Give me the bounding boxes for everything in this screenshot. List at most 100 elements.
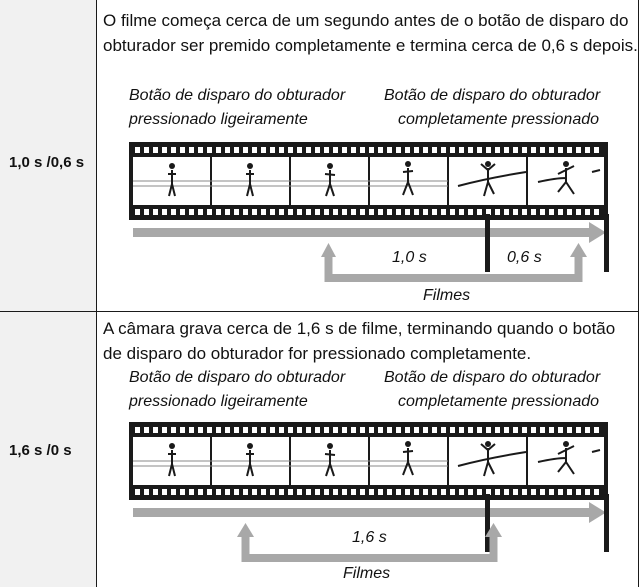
sprocket-hole (459, 427, 464, 433)
sprocket-hole (315, 427, 320, 433)
sprocket-hole (396, 489, 401, 495)
sprocket-hole (207, 147, 212, 153)
time-bar (133, 502, 606, 523)
sprocket-hole (198, 427, 203, 433)
sprocket-hole (306, 147, 311, 153)
sprocket-hole (225, 489, 230, 495)
sprocket-hole (297, 147, 302, 153)
sprocket-hole (252, 209, 257, 215)
sprocket-hole (549, 489, 554, 495)
sprocket-hole (270, 147, 275, 153)
finish-runner-figure (457, 161, 527, 197)
finish-runner-figure (537, 161, 601, 195)
sprocket-hole (270, 489, 275, 495)
sprocket-hole (171, 209, 176, 215)
caption-half-press-line1: Botão de disparo do obturador (129, 87, 346, 104)
sprocket-hole (432, 489, 437, 495)
sprocket-hole (387, 147, 392, 153)
time-after-label: 0,6 s (507, 249, 542, 266)
sprocket-hole (306, 427, 311, 433)
sprocket-hole (567, 427, 572, 433)
sprocket-hole (279, 489, 284, 495)
sprocket-hole (432, 147, 437, 153)
sprocket-hole (378, 209, 383, 215)
sprocket-hole (297, 427, 302, 433)
sprocket-hole (216, 209, 221, 215)
sprocket-hole (486, 209, 491, 215)
sprocket-hole (540, 427, 545, 433)
sprocket-hole (549, 427, 554, 433)
sprocket-hole (567, 209, 572, 215)
sprocket-hole (468, 147, 473, 153)
sprocket-hole (243, 209, 248, 215)
sprocket-hole (531, 209, 536, 215)
sprocket-hole (468, 209, 473, 215)
sprocket-hole (540, 209, 545, 215)
sprocket-hole (315, 147, 320, 153)
sprocket-hole (567, 489, 572, 495)
sprocket-hole (405, 489, 410, 495)
sprocket-hole (522, 489, 527, 495)
caption-half-press-line2: pressionado ligeiramente (129, 111, 308, 128)
sprocket-hole (243, 489, 248, 495)
sprocket-hole (234, 209, 239, 215)
sprocket-hole (450, 147, 455, 153)
sprocket-hole (234, 427, 239, 433)
sprocket-hole (576, 489, 581, 495)
sprocket-hole (513, 209, 518, 215)
sprocket-hole (135, 147, 140, 153)
sprocket-hole (441, 489, 446, 495)
sprocket-hole (432, 427, 437, 433)
sprocket-hole (594, 209, 599, 215)
sprocket-hole (243, 147, 248, 153)
sprocket-hole (540, 489, 545, 495)
sprocket-hole (225, 147, 230, 153)
sprocket-hole (171, 427, 176, 433)
recording-bracket (321, 243, 587, 282)
sprocket-hole (522, 209, 527, 215)
sprocket-hole (558, 147, 563, 153)
sprocket-hole (261, 427, 266, 433)
sprocket-hole (279, 147, 284, 153)
sprocket-hole (288, 489, 293, 495)
sprocket-hole (360, 147, 365, 153)
sprocket-hole (162, 489, 167, 495)
finish-runner-figure (457, 441, 527, 477)
sprocket-hole (144, 147, 149, 153)
sprocket-hole (144, 427, 149, 433)
sprocket-hole (468, 427, 473, 433)
sprocket-hole (531, 427, 536, 433)
sprocket-hole (558, 209, 563, 215)
option-label-cell: 1,0 s /0,6 s (0, 0, 97, 311)
sprocket-hole (495, 489, 500, 495)
table-row: 1,6 s /0 s A câmara grava cerca de 1,6 s… (0, 312, 639, 587)
sprocket-hole (558, 489, 563, 495)
sprocket-hole (522, 427, 527, 433)
sprocket-hole (180, 489, 185, 495)
sprocket-hole (405, 147, 410, 153)
sprocket-hole (234, 489, 239, 495)
full-press-marker (485, 494, 490, 552)
sprocket-hole (180, 209, 185, 215)
sprocket-hole (306, 209, 311, 215)
sprocket-hole (225, 209, 230, 215)
runner-figure (324, 163, 336, 197)
sprocket-hole (324, 489, 329, 495)
sprocket-hole (396, 427, 401, 433)
sprocket-hole (306, 489, 311, 495)
sprocket-hole (531, 489, 536, 495)
sprocket-hole (414, 209, 419, 215)
sprocket-hole (351, 489, 356, 495)
time-bar (133, 222, 606, 243)
sprocket-hole (261, 147, 266, 153)
sprocket-hole (324, 209, 329, 215)
sprocket-hole (198, 147, 203, 153)
sprocket-hole (288, 427, 293, 433)
caption-full-press-line2: completamente pressionado (398, 111, 600, 128)
sprocket-hole (297, 489, 302, 495)
option-label: 1,0 s /0,6 s (9, 154, 85, 171)
sprocket-hole (252, 489, 257, 495)
sprocket-hole (378, 147, 383, 153)
sprocket-hole (441, 209, 446, 215)
sprocket-hole (450, 489, 455, 495)
